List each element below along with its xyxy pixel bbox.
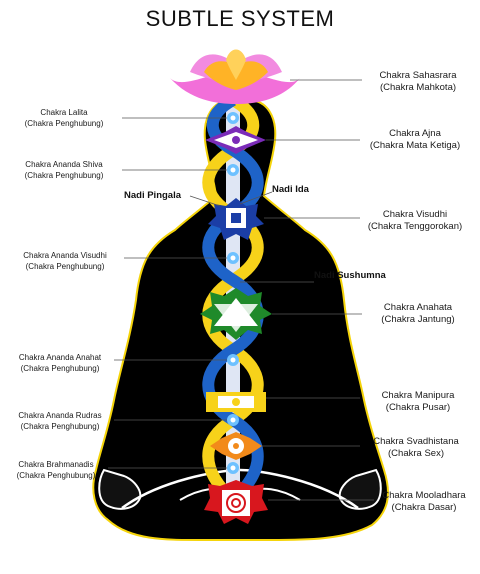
chakra-anahata-symbol bbox=[200, 288, 272, 340]
label-nadi-pingala: Nadi Pingala bbox=[124, 190, 182, 201]
chakra-visudhi-symbol bbox=[208, 198, 264, 240]
label-lalita-name: Chakra Lalita bbox=[40, 108, 88, 117]
label-sahasrara-name: Chakra Sahasrara bbox=[379, 70, 457, 81]
connecting-chakra-brahmanadis bbox=[227, 462, 239, 474]
label-anahata-sub: (Chakra Jantung) bbox=[381, 314, 455, 325]
connecting-chakra-ananda-anahat bbox=[227, 354, 239, 366]
label-lalita: Chakra Lalita (Chakra Penghubung) bbox=[6, 107, 122, 129]
label-visudhi-name: Chakra Visudhi bbox=[382, 209, 448, 220]
chakra-svadhistana-symbol bbox=[210, 432, 262, 460]
label-lalita-sub: (Chakra Penghubung) bbox=[24, 119, 104, 128]
label-ananda-shiva-name: Chakra Ananda Shiva bbox=[25, 160, 103, 169]
connecting-chakra-ananda-visudhi bbox=[227, 252, 239, 264]
label-anahata-name: Chakra Anahata bbox=[383, 302, 453, 313]
label-ananda-shiva: Chakra Ananda Shiva (Chakra Penghubung) bbox=[6, 159, 122, 181]
right-leader-lines bbox=[239, 79, 374, 501]
label-svadhistana-name: Chakra Svadhistana bbox=[373, 436, 459, 447]
label-brahmanadis: Chakra Brahmanadis (Chakra Penghubung) bbox=[2, 459, 110, 481]
chakra-ajna-symbol bbox=[205, 126, 266, 154]
label-ajna-name: Chakra Ajna bbox=[389, 128, 441, 139]
label-mooladhara-sub: (Chakra Dasar) bbox=[391, 502, 457, 513]
left-leader-lines bbox=[108, 117, 227, 469]
label-svadhistana-sub: (Chakra Sex) bbox=[388, 448, 444, 459]
label-ajna-sub: (Chakra Mata Ketiga) bbox=[369, 140, 461, 151]
label-mooladhara-name: Chakra Mooladhara bbox=[382, 490, 466, 501]
label-nadi-sushumna: Nadi Sushumna bbox=[314, 270, 386, 281]
label-anahata: Chakra Anahata (Chakra Jantung) bbox=[360, 302, 476, 326]
label-ananda-anahat-sub: (Chakra Penghubung) bbox=[20, 364, 100, 373]
label-ananda-rudras: Chakra Ananda Rudras (Chakra Penghubung) bbox=[2, 410, 118, 432]
label-ananda-visudhi-name: Chakra Ananda Visudhi bbox=[23, 251, 107, 260]
connecting-chakra-ananda-rudras bbox=[227, 414, 239, 426]
label-ananda-rudras-sub: (Chakra Penghubung) bbox=[20, 422, 100, 431]
label-ananda-visudhi: Chakra Ananda Visudhi (Chakra Penghubung… bbox=[4, 250, 126, 272]
label-manipura-sub: (Chakra Pusar) bbox=[385, 402, 451, 413]
label-visudhi: Chakra Visudhi (Chakra Tenggorokan) bbox=[352, 209, 478, 233]
label-manipura-name: Chakra Manipura bbox=[381, 390, 455, 401]
label-ajna: Chakra Ajna (Chakra Mata Ketiga) bbox=[352, 128, 478, 152]
label-mooladhara: Chakra Mooladhara (Chakra Dasar) bbox=[370, 490, 478, 514]
label-sahasrara-sub: (Chakra Mahkota) bbox=[379, 82, 457, 93]
right-hand bbox=[338, 468, 382, 510]
connecting-chakra-ananda-shiva bbox=[227, 164, 239, 176]
sahasrara-lotus bbox=[170, 49, 300, 104]
label-ananda-shiva-sub: (Chakra Penghubung) bbox=[24, 171, 104, 180]
label-sahasrara: Chakra Sahasrara (Chakra Mahkota) bbox=[360, 70, 476, 94]
label-manipura: Chakra Manipura (Chakra Pusar) bbox=[360, 390, 476, 414]
label-svadhistana: Chakra Svadhistana (Chakra Sex) bbox=[356, 436, 476, 460]
label-ananda-visudhi-sub: (Chakra Penghubung) bbox=[25, 262, 105, 271]
label-visudhi-sub: (Chakra Tenggorokan) bbox=[367, 221, 463, 232]
connecting-chakra-lalita bbox=[227, 112, 239, 124]
label-ananda-anahat: Chakra Ananda Anahat (Chakra Penghubung) bbox=[2, 352, 118, 374]
label-ananda-anahat-name: Chakra Ananda Anahat bbox=[18, 353, 102, 362]
label-ananda-rudras-name: Chakra Ananda Rudras bbox=[18, 411, 102, 420]
label-brahmanadis-name: Chakra Brahmanadis bbox=[18, 460, 94, 469]
diagram-title: SUBTLE SYSTEM bbox=[145, 6, 335, 31]
label-nadi-ida: Nadi Ida bbox=[272, 184, 309, 195]
left-hand bbox=[98, 468, 142, 510]
chakra-mooladhara-symbol bbox=[204, 480, 268, 524]
label-brahmanadis-sub: (Chakra Penghubung) bbox=[16, 471, 96, 480]
chakra-manipura-symbol bbox=[206, 392, 266, 412]
